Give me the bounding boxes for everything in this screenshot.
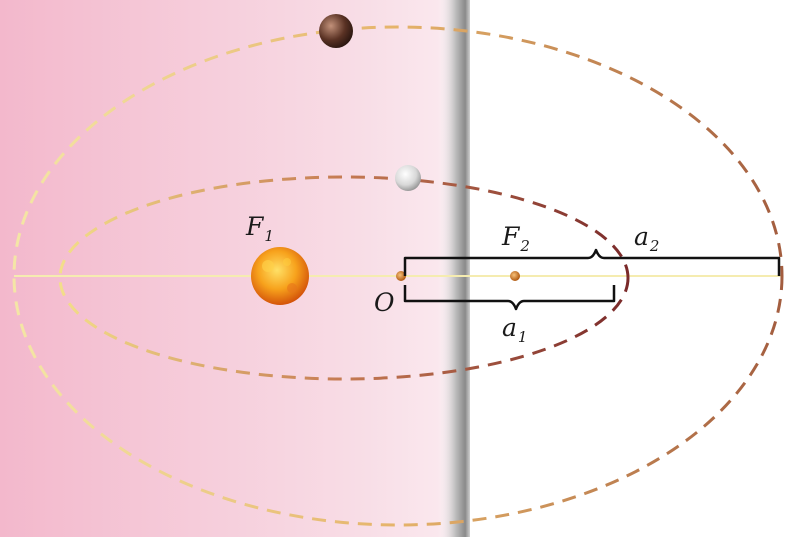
sun-icon	[251, 247, 309, 305]
a1-brace	[403, 285, 616, 311]
a2-brace	[403, 248, 781, 276]
moon-icon	[395, 165, 421, 191]
center-point	[396, 271, 406, 281]
inner-orbit	[58, 175, 630, 381]
focus2-point	[510, 271, 520, 281]
a1-label: a1	[502, 313, 527, 346]
book-spine-shadow	[438, 0, 470, 537]
outer-orbit	[12, 25, 784, 527]
a2-label: a2	[634, 222, 659, 255]
white-page-area	[468, 0, 797, 537]
focus2-label: F2	[501, 222, 530, 255]
focus1-label: F1	[245, 212, 274, 245]
planet-icon	[319, 14, 353, 48]
center-label: O	[374, 288, 395, 317]
